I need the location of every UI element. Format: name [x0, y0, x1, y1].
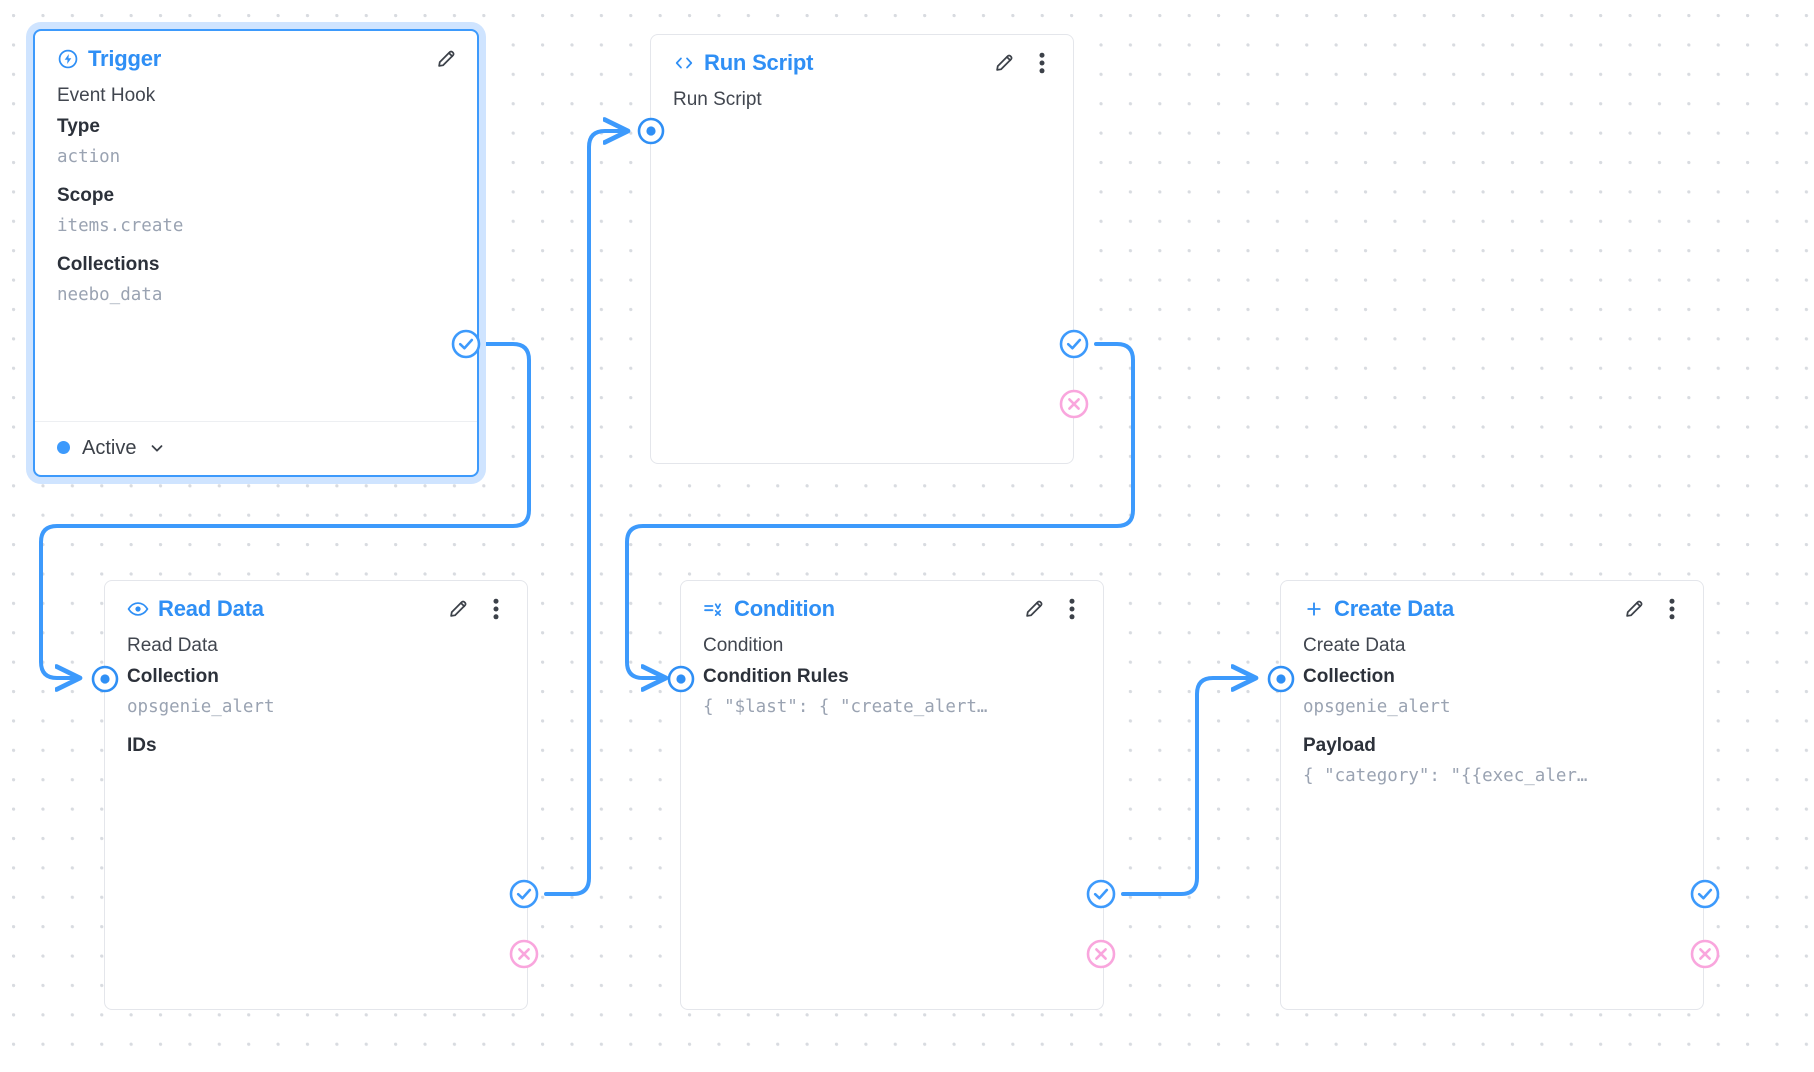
node-title-text: Read Data: [158, 596, 264, 621]
handle-reject-create-data[interactable]: [1690, 939, 1720, 969]
handle-target-run-script[interactable]: [637, 117, 665, 145]
field-create-data: Create Data: [1303, 635, 1406, 656]
node-create-data[interactable]: Create Data Create Data Collection: [1280, 580, 1704, 1010]
field-value-collections: neebo_data: [57, 284, 163, 305]
node-title-read-data: Read Data: [127, 598, 264, 620]
node-header: Run Script: [651, 35, 1073, 74]
node-actions: [993, 51, 1053, 75]
status-dot: [57, 441, 70, 454]
field-run-script: Run Script: [673, 89, 762, 110]
status-dropdown[interactable]: Active: [57, 438, 166, 458]
field-label-type: Type: [57, 115, 100, 137]
field-label-collection: Collection: [127, 665, 219, 687]
node-body: Condition Condition Rules { "$last": { "…: [681, 617, 1103, 721]
node-title-run-script: Run Script: [673, 52, 813, 74]
edit-icon[interactable]: [1623, 597, 1645, 621]
spacer: [1303, 721, 1683, 731]
status-label: Active: [82, 436, 137, 459]
node-footer: Active: [35, 420, 477, 476]
handle-target-create-data[interactable]: [1267, 665, 1295, 693]
node-title-create-data: Create Data: [1303, 598, 1454, 620]
code-brackets-icon: [673, 52, 695, 74]
field-label-ids: IDs: [127, 734, 157, 756]
handle-target-condition[interactable]: [667, 665, 695, 693]
edge-condition-to-create-data: [1121, 678, 1256, 896]
node-actions: [447, 597, 507, 621]
node-title-text: Trigger: [88, 46, 162, 71]
node-condition[interactable]: Condition Condition Condition Rules: [680, 580, 1104, 1010]
node-title-condition: Condition: [703, 598, 835, 620]
node-body: Read Data Collection opsgenie_alert IDs: [105, 617, 527, 762]
handle-resolve-condition[interactable]: [1086, 879, 1116, 909]
node-trigger[interactable]: Trigger Event Hook Type action Scope ite…: [33, 29, 479, 477]
node-title-text: Create Data: [1334, 596, 1455, 621]
node-header: Create Data: [1281, 581, 1703, 620]
handle-resolve-read-data[interactable]: [509, 879, 539, 909]
plus-icon: [1303, 598, 1325, 620]
edit-icon[interactable]: [1023, 597, 1045, 621]
chevron-down-icon: [152, 444, 163, 452]
handle-resolve-create-data[interactable]: [1690, 879, 1720, 909]
node-title-trigger: Trigger: [57, 48, 161, 70]
field-read-data: Read Data: [127, 635, 218, 656]
spacer: [57, 240, 457, 250]
edit-icon[interactable]: [435, 47, 457, 71]
field-label-condition-rules: Condition Rules: [703, 665, 849, 687]
bolt-circle-icon: [57, 48, 79, 70]
node-title-text: Run Script: [704, 50, 814, 75]
node-body: Run Script: [651, 71, 1073, 116]
field-label-collection: Collection: [1303, 665, 1395, 687]
field-value-condition-rules: { "$last": { "create_alert…: [703, 696, 988, 717]
node-body: Create Data Collection opsgenie_alert Pa…: [1281, 617, 1703, 790]
handle-resolve-trigger[interactable]: [451, 329, 481, 359]
node-actions: [1623, 597, 1683, 621]
field-value-scope: items.create: [57, 215, 184, 236]
node-run-script[interactable]: Run Script Run Script: [650, 34, 1074, 464]
edit-icon[interactable]: [993, 51, 1015, 75]
handle-target-read-data[interactable]: [91, 665, 119, 693]
field-label-collections: Collections: [57, 253, 160, 275]
field-label-payload: Payload: [1303, 734, 1376, 756]
handle-resolve-run-script[interactable]: [1059, 329, 1089, 359]
more-vertical-icon[interactable]: [1661, 597, 1683, 621]
node-body: Event Hook Type action Scope items.creat…: [35, 67, 477, 309]
edge-read-data-to-run-script: [544, 131, 628, 896]
node-header: Condition: [681, 581, 1103, 620]
more-vertical-icon[interactable]: [1031, 51, 1053, 75]
field-value-collection: opsgenie_alert: [1303, 696, 1451, 717]
spacer: [127, 721, 507, 731]
field-condition: Condition: [703, 635, 784, 656]
node-read-data[interactable]: Read Data Read Data Collection o: [104, 580, 528, 1010]
field-label-scope: Scope: [57, 184, 115, 206]
spacer: [57, 171, 457, 181]
handle-reject-read-data[interactable]: [509, 939, 539, 969]
handle-reject-condition[interactable]: [1086, 939, 1116, 969]
node-header: Read Data: [105, 581, 527, 620]
handle-reject-run-script[interactable]: [1059, 389, 1089, 419]
node-actions: [1023, 597, 1083, 621]
more-vertical-icon[interactable]: [485, 597, 507, 621]
more-vertical-icon[interactable]: [1061, 597, 1083, 621]
edit-icon[interactable]: [447, 597, 469, 621]
node-title-text: Condition: [734, 596, 835, 621]
field-value-type: action: [57, 146, 121, 167]
field-value-payload: { "category": "{{exec_aler…: [1303, 765, 1588, 786]
eye-icon: [127, 598, 149, 620]
node-actions: [435, 47, 457, 71]
filter-condition-icon: [703, 598, 725, 620]
field-event-hook: Event Hook: [57, 85, 156, 106]
node-header: Trigger: [35, 31, 477, 70]
field-value-collection: opsgenie_alert: [127, 696, 275, 717]
